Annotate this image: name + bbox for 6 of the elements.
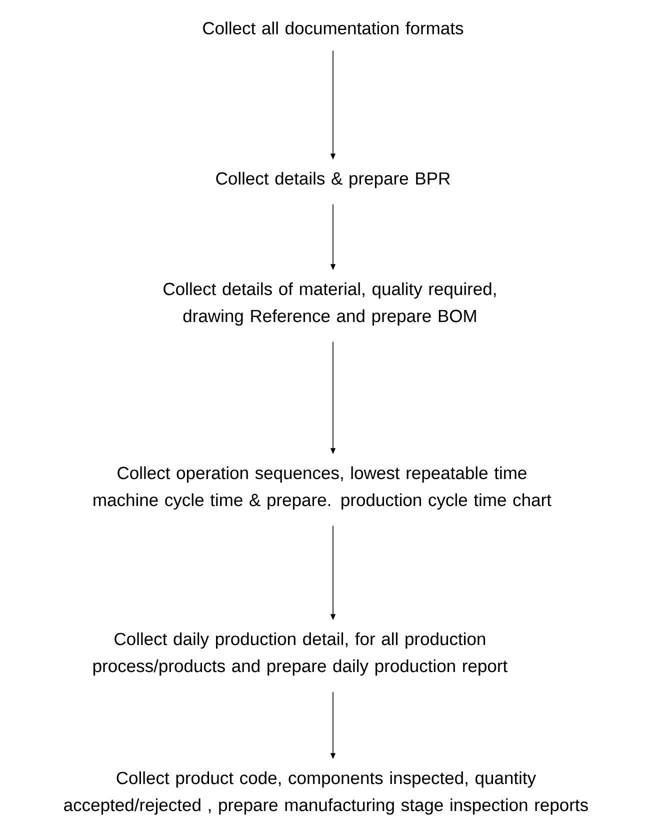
step-text: Collect operation sequences, lowest repeatable time machine cycle time & prepare. production cycle time chart	[94, 466, 552, 510]
step-text: Collect all documentation formats	[203, 22, 464, 34]
step-text: Collect details & prepare BPR	[216, 172, 450, 188]
step-text: Collect product code, components inspected, quantity accepted/rejected , prepare manufacturing stage inspection reports	[64, 771, 588, 815]
step-text: Collect daily production detail, for all production process/products and prepare daily production report	[93, 632, 508, 676]
step-text: Collect details of material, quality required, drawing Reference and prepare BOM	[164, 282, 496, 326]
